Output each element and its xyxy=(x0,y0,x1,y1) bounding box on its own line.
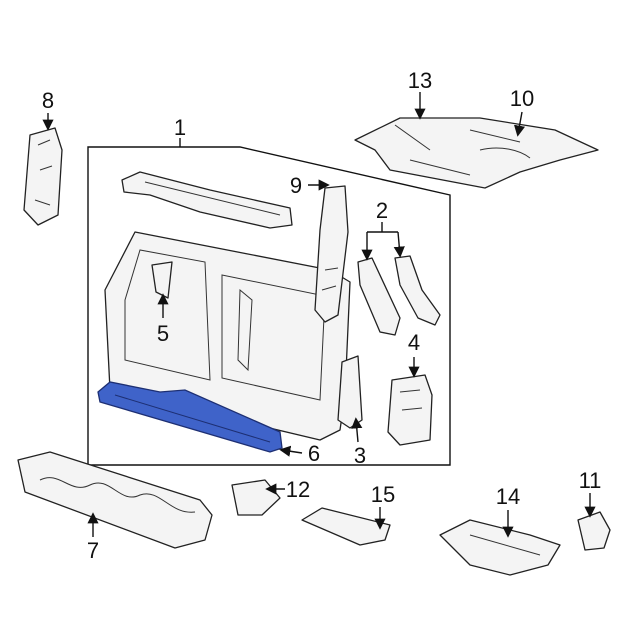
callout-15: 15 xyxy=(371,482,395,507)
callout-13: 13 xyxy=(408,68,432,93)
part-11[interactable] xyxy=(577,511,611,551)
callout-2: 2 xyxy=(376,198,388,223)
part-14[interactable] xyxy=(439,519,561,576)
callout-6: 6 xyxy=(308,441,320,466)
callout-14: 14 xyxy=(496,484,520,509)
part-3[interactable] xyxy=(337,355,363,429)
callout-3: 3 xyxy=(354,443,366,468)
callout-10: 10 xyxy=(510,86,534,111)
callout-7: 7 xyxy=(87,538,99,563)
callout-11: 11 xyxy=(579,468,602,493)
part-6-rocker-inner-highlighted[interactable] xyxy=(97,381,283,453)
part-2[interactable] xyxy=(357,255,441,336)
part-10-floor-pan[interactable] xyxy=(354,117,599,189)
callout-4: 4 xyxy=(408,330,420,355)
callout-12: 12 xyxy=(286,477,310,502)
part-4[interactable] xyxy=(387,374,433,446)
part-12[interactable] xyxy=(231,479,281,516)
part-8[interactable] xyxy=(23,127,63,226)
part-7[interactable] xyxy=(17,451,213,549)
callout-1: 1 xyxy=(174,115,186,140)
part-9[interactable] xyxy=(314,185,349,323)
callout-8: 8 xyxy=(42,88,54,113)
callout-9: 9 xyxy=(290,173,302,198)
part-15[interactable] xyxy=(301,507,391,546)
part-roof-rail[interactable] xyxy=(121,171,293,229)
assembly-outline xyxy=(87,146,451,466)
callout-5: 5 xyxy=(157,321,169,346)
